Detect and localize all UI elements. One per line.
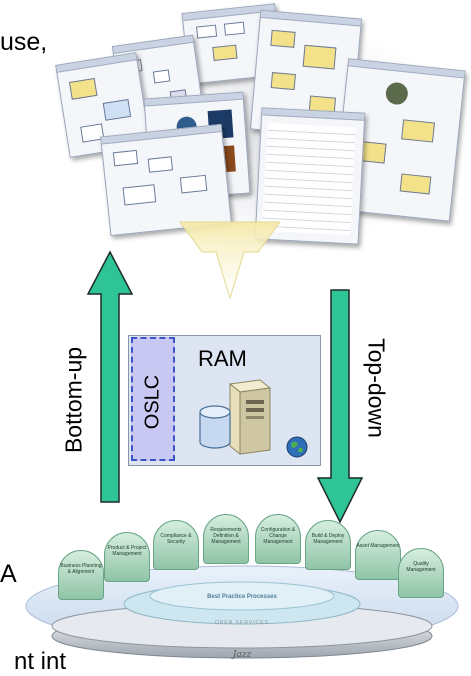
cut-text-a: A [0, 560, 17, 588]
top-down-label: Top-down [363, 338, 390, 438]
server-icon [228, 379, 272, 456]
process-product-project: Product & Project Management [104, 532, 150, 582]
process-quality-management: Quality Management [398, 548, 444, 598]
platform-disc [25, 565, 459, 659]
bottom-up-arrow [86, 250, 134, 503]
globe-icon [286, 436, 308, 458]
ring-label: OPEN SERVICES [215, 620, 269, 626]
ram-label: RAM [198, 346, 247, 371]
process-business-planning: Business Planning & Alignment [58, 550, 104, 600]
cut-text-use: use, [0, 28, 48, 56]
center-label: Best Practice Processes [207, 594, 277, 600]
top-down-arrow [316, 289, 364, 524]
funnel-arrow [179, 221, 281, 300]
process-build-deploy: Build & Deploy Management [305, 520, 351, 570]
process-configuration-change: Configuration & Change Management [255, 514, 301, 564]
process-requirements: Requirements Definition & Management [203, 514, 249, 564]
oslc-panel [131, 337, 175, 461]
jazz-logo: Jazz [232, 650, 252, 660]
bottom-up-label: Bottom-up [60, 346, 87, 454]
model-collage [0, 0, 471, 300]
database-icon [199, 405, 231, 449]
oslc-label: OSLC [141, 374, 164, 430]
process-asset-management: Asset Management [355, 530, 401, 580]
process-compliance-security: Compliance & Security [153, 520, 199, 570]
